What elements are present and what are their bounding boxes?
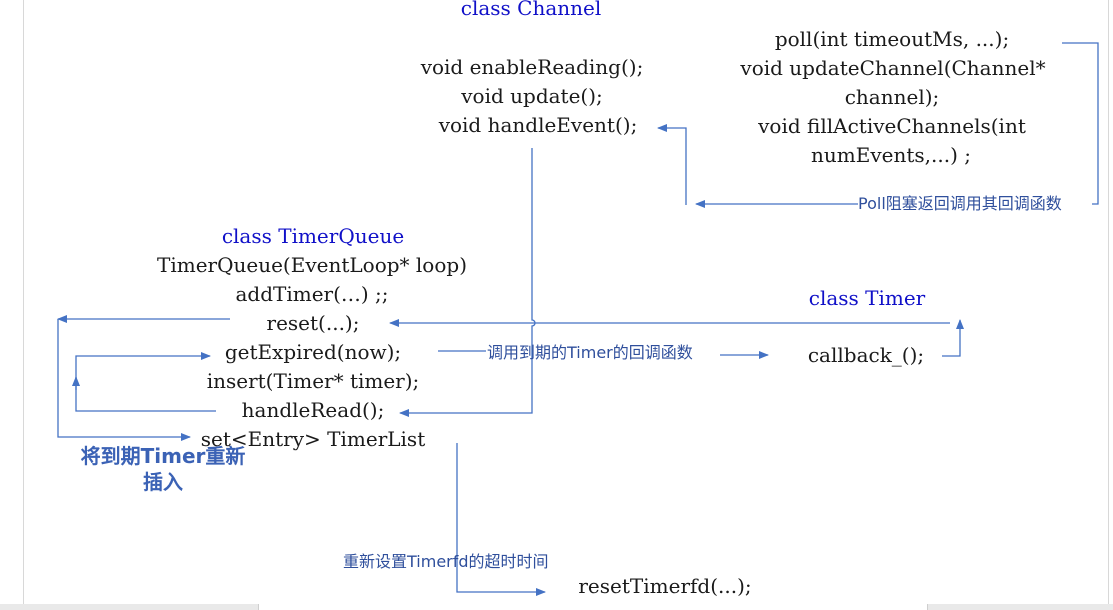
timerqueue-line: handleRead(); xyxy=(241,398,385,422)
arrow-callback-to-timer xyxy=(942,319,964,357)
arrow-poll-to-channel xyxy=(1062,42,1099,205)
page-bottom-edge xyxy=(0,604,1113,610)
arrow-to-resettimerfd xyxy=(456,443,546,596)
poller-line: channel); xyxy=(844,85,940,109)
timerqueue-line: TimerQueue(EventLoop* loop) xyxy=(157,253,467,277)
poller-line: poll(int timeoutMs, ...); xyxy=(774,27,1010,51)
channel-method: void handleEvent(); xyxy=(438,113,638,137)
timerqueue-line: addTimer(…) ;; xyxy=(235,282,389,306)
document-page xyxy=(23,0,1109,604)
channel-method: void enableReading(); xyxy=(420,55,644,79)
timerqueue-line: getExpired(now); xyxy=(224,340,402,364)
arrow-handleevent-to-handleread xyxy=(399,148,536,417)
note-call-expired: 调用到期的Timer的回调函数 xyxy=(487,343,693,362)
note-reinsert-line: 将到期Timer重新 xyxy=(80,444,246,468)
poller-line: void updateChannel(Channel* xyxy=(740,56,1046,80)
note-poll-return: Poll阻塞返回调用其回调函数 xyxy=(858,194,1062,213)
timerqueue-line: reset(...); xyxy=(266,311,360,335)
arrow-reinsert-loop xyxy=(57,319,191,441)
poller-line: numEvents,...) ; xyxy=(811,143,971,167)
timerqueue-line: set<Entry> TimerList xyxy=(200,427,426,451)
poller-line: void fillActiveChannels(int xyxy=(758,114,1026,138)
note-reinsert-line: 插入 xyxy=(143,470,183,494)
timer-title: class Timer xyxy=(808,286,926,310)
note-reinsert: 将到期Timer重新 插入 xyxy=(75,443,251,495)
note-reset-timeout: 重新设置Timerfd的超时时间 xyxy=(343,552,549,571)
reset-timerfd-call: resetTimerfd(...); xyxy=(578,574,752,598)
timer-method: callback_(); xyxy=(807,343,925,367)
arrow-to-handleevent xyxy=(657,124,687,205)
timerqueue-title: class TimerQueue xyxy=(221,224,405,248)
arrow-handleread-to-getexpired xyxy=(75,352,216,412)
timerqueue-line: insert(Timer* timer); xyxy=(206,369,420,393)
channel-method: void update(); xyxy=(461,84,603,108)
channel-title: class Channel xyxy=(460,0,602,20)
